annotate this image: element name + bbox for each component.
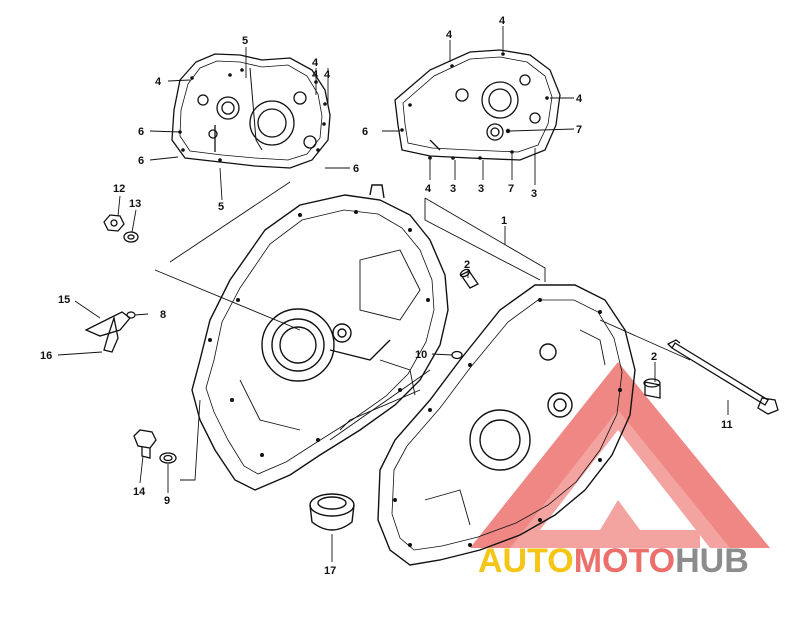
svg-text:AUTOMOTOHUB: AUTOMOTOHUB — [478, 542, 749, 580]
left-crankcase-half — [191, 184, 449, 491]
callout-4a: 4 — [155, 76, 162, 88]
callout-5b: 5 — [218, 201, 224, 213]
callout-2a: 2 — [464, 259, 470, 271]
drain-plug-14 — [133, 429, 157, 459]
callout-15: 15 — [58, 294, 70, 306]
watermark-moto: MOTO — [574, 542, 675, 580]
callout-2b: 2 — [651, 351, 657, 363]
gasket-9 — [159, 452, 177, 464]
callout-17: 17 — [324, 565, 336, 577]
callout-4d: 4 — [446, 29, 453, 41]
callout-12: 12 — [113, 183, 125, 195]
long-bolt-11 — [666, 339, 779, 415]
callout-8: 8 — [160, 309, 166, 321]
callout-7b: 7 — [508, 183, 514, 195]
callout-3c: 3 — [531, 188, 537, 200]
right-crankcase-half — [377, 284, 636, 566]
callout-4h: 4 — [312, 69, 319, 81]
callout-11: 11 — [721, 419, 733, 431]
watermark-auto: AUTO — [478, 542, 574, 580]
callout-4g: 4 — [425, 183, 432, 195]
dowel-pin-right — [643, 378, 661, 399]
callout-6a: 6 — [138, 126, 144, 138]
o-ring-10 — [451, 350, 463, 360]
o-ring-8 — [126, 311, 136, 319]
callout-3b: 3 — [478, 183, 484, 195]
callout-10: 10 — [415, 349, 427, 361]
callout-3a: 3 — [450, 183, 456, 195]
callout-6b: 6 — [138, 155, 144, 167]
callout-5a: 5 — [242, 35, 248, 47]
callout-14: 14 — [133, 486, 146, 498]
callout-13: 13 — [129, 198, 141, 210]
callout-16: 16 — [40, 350, 52, 362]
callout-7a: 7 — [576, 124, 582, 136]
callout-4f: 4 — [576, 93, 583, 105]
watermark-hub: HUB — [675, 542, 749, 580]
watermark-logo: AUTOMOTOHUB — [478, 542, 749, 580]
nut-12 — [103, 214, 125, 232]
callout-4e: 4 — [499, 15, 506, 27]
washer-13 — [123, 231, 139, 243]
callout-4b: 4 — [312, 57, 319, 69]
callout-4c: 4 — [324, 69, 331, 81]
plug-cap-17 — [309, 493, 355, 531]
breather-fitting-15 — [84, 311, 131, 353]
callout-6c: 6 — [353, 163, 359, 175]
callout-1: 1 — [501, 215, 507, 227]
callout-numbers: 1 2 2 3 3 3 4 4 4 4 4 4 4 4 5 5 6 6 6 6 … — [40, 15, 733, 577]
callout-9: 9 — [164, 495, 170, 507]
watermark-logo-triangle — [470, 362, 770, 548]
left-cover-gasket — [171, 53, 331, 169]
dowel-pin-upper — [459, 268, 479, 289]
right-cover-gasket — [394, 49, 561, 161]
callout-6d: 6 — [362, 126, 368, 138]
leader-lines — [57, 26, 729, 562]
